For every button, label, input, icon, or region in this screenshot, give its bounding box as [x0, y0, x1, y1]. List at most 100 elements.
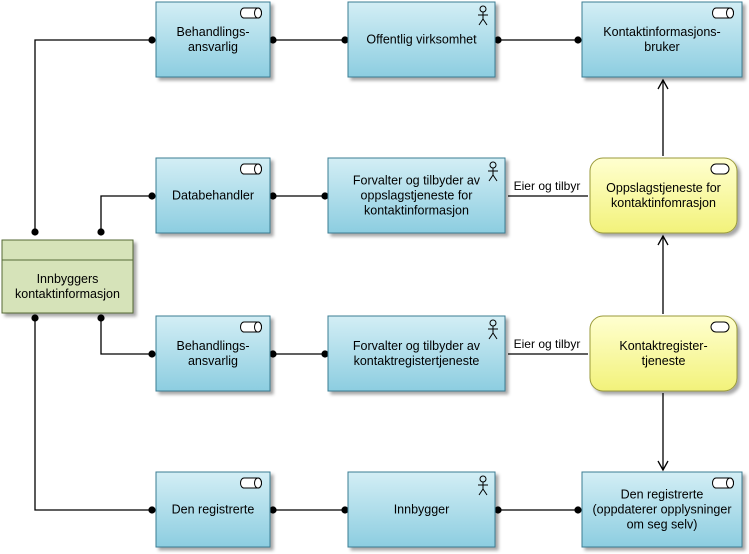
node-label-line: ansvarlig: [188, 40, 238, 54]
role-icon: [240, 321, 262, 333]
connector-endpoint-dot: [269, 350, 277, 358]
node-box: [589, 157, 738, 234]
edge-innbygger-kontakt-to-databehandler: [97, 192, 156, 236]
node-box: [347, 1, 496, 78]
node-box: [327, 315, 506, 392]
connector-endpoint-dot: [97, 228, 105, 236]
node-label-line: Innbyggers: [37, 272, 99, 286]
node-behandlingsansvarlig-1[interactable]: Behandlings-ansvarlig: [155, 1, 271, 78]
connector-endpoint-dot: [269, 36, 277, 44]
edge-den-registrerte-to-innbygger: [269, 506, 349, 514]
node-forvalter-oppslag[interactable]: Forvalter og tilbyder avoppslagstjeneste…: [327, 157, 506, 234]
edge-offentlig-virksomhet-to-kontaktinformasjonsbruker: [494, 36, 582, 44]
connector-endpoint-dot: [574, 506, 582, 514]
actor-icon: [478, 475, 488, 496]
node-label-line: Kontaktregister-: [619, 339, 707, 353]
node-label-line: Kontaktinformasjons-: [603, 25, 720, 39]
node-label-line: Behandlings-: [177, 339, 250, 353]
edge-innbygger-kontakt-to-behandlingsansvarlig-1: [31, 36, 156, 236]
node-behandlingsansvarlig-2[interactable]: Behandlings-ansvarlig: [155, 315, 271, 392]
connector-endpoint-dot: [31, 228, 39, 236]
connector-endpoint-dot: [321, 192, 329, 200]
edges-layer: [31, 36, 669, 514]
arrow-up-icon: [657, 78, 669, 90]
node-label-line: oppslagstjeneste for: [361, 189, 473, 203]
connector-endpoint-dot: [269, 192, 277, 200]
node-label-line: Forvalter og tilbyder av: [353, 174, 481, 188]
edge-kontaktregistertjeneste-to-den-registrerte-oppdaterer: [657, 393, 669, 472]
node-label-line: Forvalter og tilbyder av: [353, 339, 481, 353]
nodes-layer: Behandlings-ansvarlig Offentlig virksomhe…: [1, 1, 743, 548]
node-label-line: Den registrerte: [621, 488, 704, 502]
role-icon: [240, 477, 262, 489]
edge-label-eier-register: Eier og tilbyr: [514, 337, 581, 351]
node-label-line: kontaktregistertjeneste: [354, 354, 480, 368]
arrow-down-icon: [657, 460, 669, 472]
node-databehandler[interactable]: Databehandler: [155, 157, 271, 234]
connector-endpoint-dot: [341, 36, 349, 44]
connector-line: [100, 318, 152, 355]
node-den-registrerte-role[interactable]: Den registrerte: [155, 471, 271, 548]
connector-endpoint-dot: [494, 36, 502, 44]
edge-oppslagstjeneste-to-kontaktinformasjonsbruker: [657, 78, 669, 156]
actor-icon: [488, 319, 498, 340]
node-den-registrerte-oppdaterer[interactable]: Den registrerte(oppdaterer opplysningero…: [581, 471, 743, 548]
node-kontaktinformasjonsbruker[interactable]: Kontaktinformasjons-bruker: [581, 1, 743, 78]
connector-line: [34, 318, 152, 511]
connector-endpoint-dot: [321, 350, 329, 358]
edge-kontaktregistertjeneste-to-oppslagstjeneste: [657, 234, 669, 314]
node-label-line: (oppdaterer opplysninger: [593, 503, 732, 517]
node-label-line: om seg selv): [627, 518, 698, 532]
connector-line: [34, 39, 152, 232]
node-label-line: Offentlig virksomhet: [366, 33, 477, 47]
arrow-up-icon: [657, 234, 669, 246]
node-box: [589, 315, 738, 392]
node-label-line: bruker: [644, 40, 679, 54]
node-label-line: kontaktinfomrasjon: [611, 196, 716, 210]
connector-endpoint-dot: [31, 314, 39, 322]
role-icon: [712, 7, 734, 19]
edge-databehandler-to-forvalter-oppslag: [269, 192, 329, 200]
actor-icon: [478, 5, 488, 26]
connector-endpoint-dot: [148, 192, 156, 200]
node-label-line: kontaktinformasjon: [15, 287, 120, 301]
edge-label-eier-oppslag: Eier og tilbyr: [514, 179, 581, 193]
edge-innbygger-kontakt-to-den-registrerte: [31, 314, 156, 514]
node-box: [1, 239, 134, 314]
connector-endpoint-dot: [574, 36, 582, 44]
connector-endpoint-dot: [269, 506, 277, 514]
role-icon: [240, 163, 262, 175]
edge-innbygger-kontakt-to-behandlingsansvarlig-2: [97, 314, 156, 358]
node-label-line: kontaktinformasjon: [364, 204, 469, 218]
node-box: [327, 157, 506, 234]
node-innbygger[interactable]: Innbygger: [347, 471, 496, 548]
actor-icon: [488, 161, 498, 182]
service-icon: [710, 321, 730, 333]
edge-behandlingsansvarlig-1-to-offentlig-virksomhet: [269, 36, 349, 44]
connector-endpoint-dot: [341, 506, 349, 514]
node-label-line: Databehandler: [172, 189, 254, 203]
node-label-line: Behandlings-: [177, 25, 250, 39]
node-offentlig-virksomhet[interactable]: Offentlig virksomhet: [347, 1, 496, 78]
service-icon: [710, 163, 730, 175]
role-icon: [240, 7, 262, 19]
node-forvalter-kontaktregister[interactable]: Forvalter og tilbyder avkontaktregistert…: [327, 315, 506, 392]
node-label-line: Innbygger: [394, 503, 450, 517]
node-label-line: tjeneste: [642, 354, 686, 368]
connector-endpoint-dot: [148, 506, 156, 514]
node-kontaktregistertjeneste[interactable]: Kontaktregister-tjeneste: [589, 315, 738, 392]
connector-line: [100, 195, 152, 232]
node-box: [347, 471, 496, 548]
node-label-line: ansvarlig: [188, 354, 238, 368]
connector-endpoint-dot: [148, 350, 156, 358]
node-label-line: Oppslagstjeneste for: [606, 181, 721, 195]
connector-endpoint-dot: [148, 36, 156, 44]
edge-behandlingsansvarlig-2-to-forvalter-kontaktregister: [269, 350, 329, 358]
connector-endpoint-dot: [97, 314, 105, 322]
connector-endpoint-dot: [494, 506, 502, 514]
role-icon: [712, 477, 734, 489]
